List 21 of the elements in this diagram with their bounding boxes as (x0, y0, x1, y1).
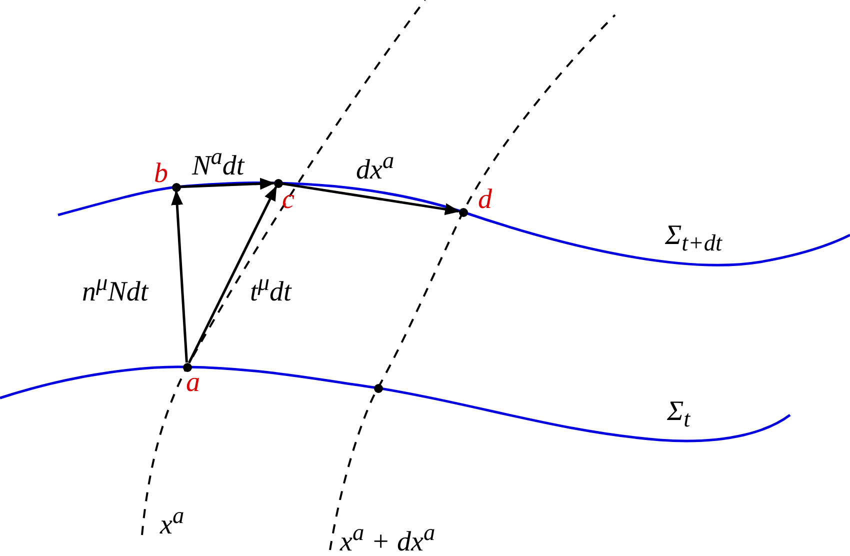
point-label: d (478, 186, 492, 214)
point-dot (458, 208, 468, 216)
edge-label: t$^{μ}$dt (250, 272, 292, 306)
arrow (180, 178, 275, 190)
point-label: a (186, 369, 200, 397)
point-dot (274, 178, 282, 188)
point-label: c (282, 186, 294, 214)
surface-label: Σ$_{t+dt}$ (665, 222, 722, 256)
arrow (282, 182, 460, 216)
coordinate-label: x$^{a}$ + dx$^{a}$ (340, 522, 436, 556)
point-dot (374, 384, 382, 392)
arrow (171, 190, 188, 363)
arrow (188, 186, 278, 364)
point-label: b (154, 160, 168, 188)
point-dot (182, 362, 192, 372)
coordinate-label: x$^{a}$ (160, 505, 184, 540)
edge-label: dx$^{a}$ (356, 150, 394, 184)
point-dot (172, 182, 180, 192)
surface-label: Σ$_{t}$ (667, 398, 690, 432)
edge-label: n$^{μ}$Ndt (82, 272, 148, 306)
edge-label: N$^{a}$dt (192, 146, 244, 180)
